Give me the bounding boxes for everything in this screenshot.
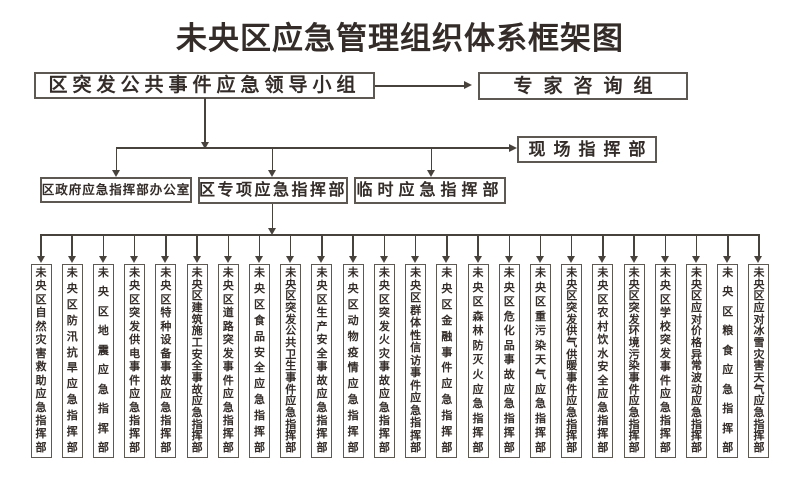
- connector-unit-line: [71, 235, 73, 256]
- node-expert-consult-group: 专家咨询组: [478, 72, 688, 100]
- connector-unit-arrowhead: [535, 256, 544, 263]
- org-unit-box: 未央区粮食应急指挥部: [717, 264, 739, 458]
- connector-special-branch-arrowhead: [268, 170, 276, 177]
- connector-unit-arrowhead: [98, 256, 107, 263]
- connector-special-branch-line: [271, 148, 274, 170]
- page-title: 未央区应急管理组织体系框架图: [176, 21, 624, 56]
- connector-unit-arrowhead: [598, 256, 607, 263]
- org-unit-box: 未央区防汛抗旱应急指挥部: [61, 264, 83, 458]
- connector-unit-line: [165, 235, 167, 256]
- connector-unit-arrowhead: [567, 256, 576, 263]
- node-scene-command: 现场指挥部: [517, 136, 657, 163]
- org-unit-box: 未央区食品安全应急指挥部: [249, 264, 271, 458]
- connector-unit-line: [727, 235, 729, 256]
- connector-unit-arrowhead: [660, 256, 669, 263]
- connector-unit-line: [289, 235, 292, 256]
- connector-unit-arrowhead: [348, 256, 357, 263]
- connector-unit-arrowhead: [754, 256, 763, 263]
- org-unit-box: 未央区学校突发事件应急指挥部: [654, 264, 676, 458]
- org-unit-box: 未央区群体性信访事件应急指挥部: [405, 264, 427, 458]
- connector-unit-arrowhead: [504, 256, 513, 263]
- connector-unit-arrowhead: [130, 256, 139, 263]
- connector-special-feeder-line: [271, 204, 274, 228]
- connector-unit-arrowhead: [411, 256, 420, 263]
- node-leadership-group: 区突发公共事件应急领导小组: [34, 72, 375, 99]
- connector-unit-arrowhead: [67, 256, 76, 263]
- connector-unit-line: [602, 235, 604, 256]
- connector-leader-expert-line: [375, 85, 465, 87]
- connector-mid-rail: [115, 147, 510, 149]
- org-unit-box: 未央区突发公共卫生事件应急指挥部: [280, 264, 302, 458]
- connector-unit-line: [321, 235, 323, 256]
- node-special-command: 区专项应急指挥部: [198, 177, 348, 204]
- org-unit-box: 未央区应对价格异常波动应急指挥部: [686, 264, 708, 458]
- connector-unit-arrowhead: [473, 256, 482, 263]
- connector-unit-line: [414, 235, 417, 256]
- connector-unit-line: [664, 235, 667, 256]
- connector-unit-line: [258, 235, 261, 256]
- connector-unit-line: [633, 235, 635, 256]
- node-gov-office: 区政府应急指挥部办公室: [40, 177, 192, 203]
- connector-unit-arrowhead: [379, 256, 388, 263]
- connector-unit-line: [102, 235, 105, 256]
- org-unit-box: 未央区突发环境污染事件应急指挥部: [623, 264, 645, 458]
- connector-unit-line: [446, 235, 448, 256]
- connector-unit-line: [133, 235, 136, 256]
- org-unit-box: 未央区危化品事故应急指挥部: [498, 264, 520, 458]
- connector-unit-line: [196, 235, 198, 256]
- org-unit-box: 未央区森林防灭火应急指挥部: [467, 264, 489, 458]
- org-unit-box: 未央区农村饮水安全应急指挥部: [592, 264, 614, 458]
- connector-office-branch-arrowhead: [111, 170, 120, 177]
- org-unit-box: 未央区突发火灾事故应急指挥部: [373, 264, 395, 458]
- connector-leader-drop-line: [204, 98, 206, 142]
- connector-unit-line: [695, 235, 698, 256]
- org-unit-box: 未央区突发供电事件应急指挥部: [124, 264, 146, 458]
- node-temp-command: 临时应急指挥部: [354, 177, 506, 204]
- org-unit-box: 未央区建筑施工安全事故应急指挥部: [186, 264, 208, 458]
- org-unit-box: 未央区突发供气供暖事件应急指挥部: [561, 264, 583, 458]
- org-unit-box: 未央区自然灾害救助应急指挥部: [30, 264, 52, 458]
- connector-unit-line: [40, 235, 42, 256]
- org-unit-box: 未央区重污染天气应急指挥部: [529, 264, 551, 458]
- connector-office-branch-line: [115, 148, 117, 170]
- org-unit-box: 未央区道路突发事件应急指挥部: [217, 264, 239, 458]
- connector-unit-line: [227, 235, 230, 256]
- connector-unit-arrowhead: [723, 256, 732, 263]
- connector-temp-branch-arrowhead: [427, 170, 435, 177]
- connector-unit-arrowhead: [36, 256, 45, 263]
- org-unit-box: 未央区应对冰雪灾害天气应急指挥部: [748, 264, 770, 458]
- org-unit-box: 未央区金融事件应急指挥部: [436, 264, 458, 458]
- connector-unit-arrowhead: [442, 256, 451, 263]
- connector-scene-arrowhead: [509, 143, 517, 152]
- connector-unit-line: [570, 235, 573, 256]
- connector-unit-arrowhead: [629, 256, 638, 263]
- connector-unit-line: [758, 235, 760, 256]
- connector-unit-arrowhead: [317, 256, 326, 263]
- connector-unit-arrowhead: [161, 256, 170, 263]
- connector-temp-branch-line: [430, 148, 433, 170]
- connector-unit-line: [477, 235, 479, 256]
- connector-unit-arrowhead: [255, 256, 264, 263]
- connector-unit-arrowhead: [223, 256, 232, 263]
- org-unit-box: 未央区生产安全事故应急指挥部: [311, 264, 333, 458]
- connector-unit-line: [352, 235, 354, 256]
- connector-unit-arrowhead: [192, 256, 201, 263]
- connector-unit-line: [383, 235, 386, 256]
- connector-leader-expert-arrowhead: [464, 80, 472, 89]
- connector-unit-arrowhead: [692, 256, 701, 263]
- connector-special-feeder-arrowhead: [268, 228, 276, 235]
- org-unit-box: 未央区特种设备事故应急指挥部: [155, 264, 177, 458]
- connector-unit-arrowhead: [286, 256, 295, 263]
- connector-unit-line: [539, 235, 542, 256]
- org-unit-box: 未央区地震应急指挥部: [92, 264, 114, 458]
- connector-leader-drop-arrowhead: [200, 142, 209, 149]
- connector-unit-line: [508, 235, 510, 256]
- connector-bottom-rail: [40, 234, 760, 236]
- org-unit-box: 未央区动物疫情应急指挥部: [342, 264, 364, 458]
